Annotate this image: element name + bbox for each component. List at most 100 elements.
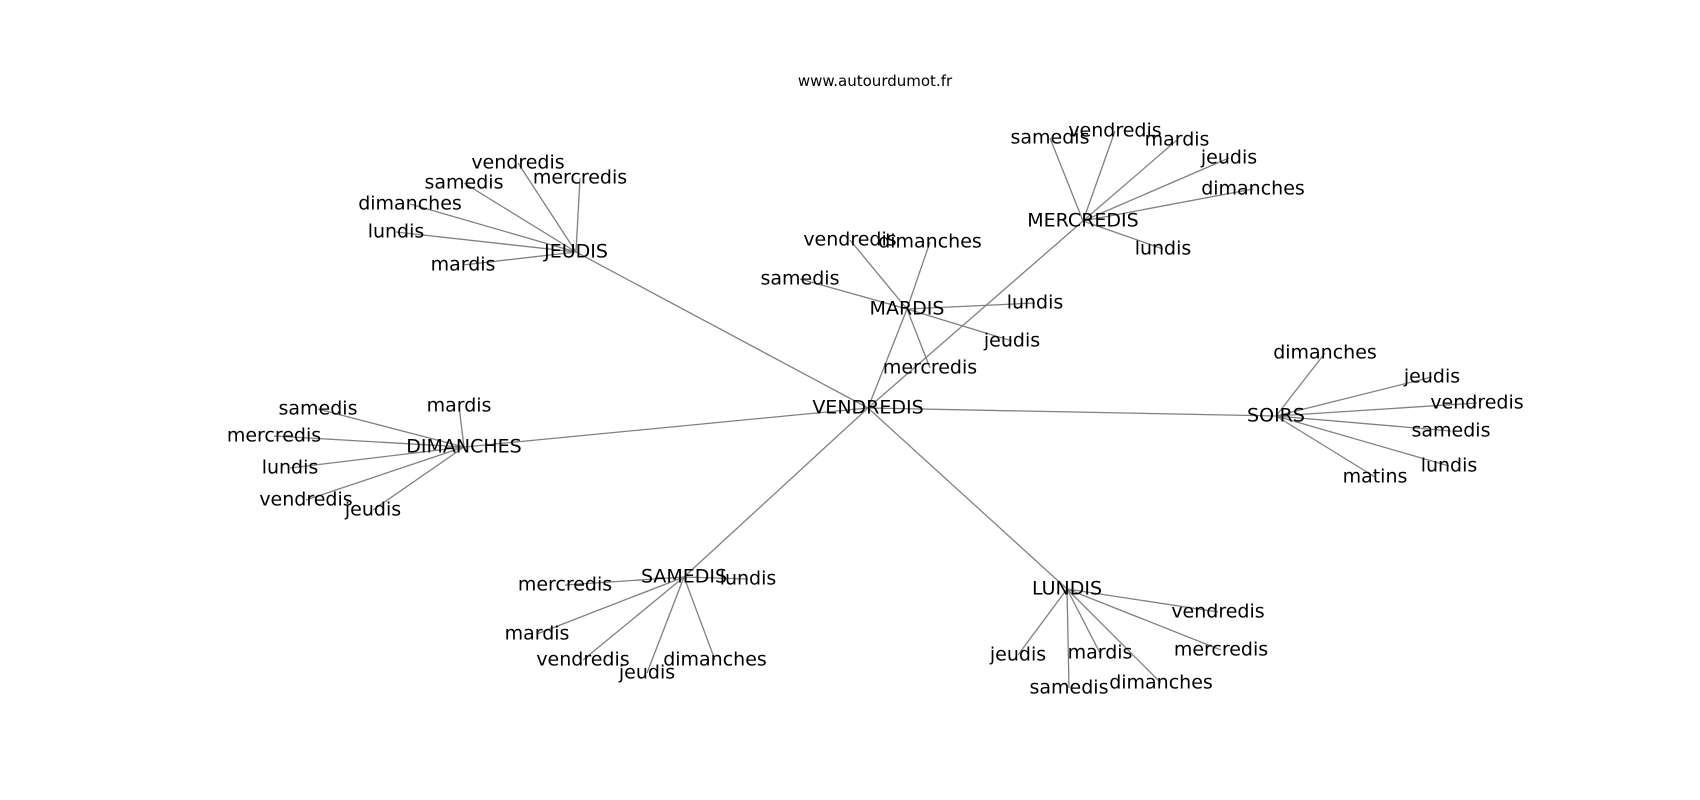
leaf-node-label-mercredis-mardis: mardis	[1145, 129, 1210, 151]
leaf-node-label-samedis-mercredis: mercredis	[518, 574, 612, 596]
leaf-node-label-soirs-samedis: samedis	[1412, 420, 1491, 442]
edge-center-mercredis	[867, 220, 1084, 409]
edge-center-mardis	[867, 308, 908, 409]
labels-layer: VENDREDISJEUDISvendredismercredissamedis…	[227, 120, 1524, 699]
edge-mardis-dimanches	[906, 241, 931, 310]
edge-jeudis-samedis	[463, 182, 577, 253]
edge-mercredis-jeudis	[1082, 157, 1230, 222]
leaf-node-label-jeudis-mardis: mardis	[431, 254, 496, 276]
edge-lundis-vendredis	[1066, 588, 1219, 613]
leaf-node-label-soirs-matins: matins	[1343, 466, 1408, 488]
leaf-node-label-jeudis-samedis: samedis	[425, 172, 504, 194]
leaf-node-label-jeudis-dimanches: dimanches	[358, 193, 462, 215]
edge-mercredis-dimanches	[1082, 188, 1254, 222]
edge-lundis-dimanches	[1066, 588, 1162, 684]
hub-node-label-mardis: MARDIS	[870, 298, 945, 320]
edge-mercredis-samedis	[1049, 137, 1084, 222]
edge-lundis-jeudis	[1017, 588, 1068, 656]
leaf-node-label-mercredis-jeudis: jeudis	[1200, 147, 1257, 169]
edge-soirs-vendredis	[1275, 402, 1478, 417]
edge-dimanches-lundis	[289, 446, 465, 469]
leaf-node-label-dimanches-mercredis: mercredis	[227, 425, 321, 447]
leaf-node-label-jeudis-vendredis: vendredis	[471, 152, 564, 174]
leaf-node-label-dimanches-jeudis: jeudis	[344, 499, 401, 521]
leaf-node-label-samedis-mardis: mardis	[505, 623, 570, 645]
hub-node-label-samedis: SAMEDIS	[641, 566, 727, 588]
hub-node-label-lundis: LUNDIS	[1032, 578, 1102, 600]
leaf-node-label-samedis-jeudis: jeudis	[618, 662, 675, 684]
leaf-node-label-lundis-mercredis: mercredis	[1174, 639, 1268, 661]
edge-soirs-dimanches	[1275, 352, 1326, 417]
edge-samedis-jeudis	[646, 576, 685, 674]
edge-jeudis-mercredis	[575, 177, 581, 253]
edge-dimanches-samedis	[317, 408, 465, 448]
leaf-node-label-lundis-dimanches: dimanches	[1109, 672, 1213, 694]
leaf-node-label-soirs-lundis: lundis	[1421, 455, 1478, 477]
center-node-label: VENDREDIS	[812, 397, 923, 419]
leaf-node-label-mardis-dimanches: dimanches	[878, 231, 982, 253]
leaf-node-label-dimanches-vendredis: vendredis	[259, 489, 352, 511]
leaf-node-label-soirs-vendredis: vendredis	[1430, 392, 1523, 414]
edge-dimanches-jeudis	[372, 446, 465, 511]
edge-lundis-samedis	[1066, 588, 1070, 689]
leaf-node-label-samedis-vendredis: vendredis	[536, 649, 629, 671]
edges-layer	[273, 130, 1478, 689]
source-url: www.autourdumot.fr	[797, 72, 953, 90]
edge-samedis-lundis	[683, 576, 749, 580]
edge-samedis-dimanches	[683, 576, 716, 661]
hub-node-label-soirs: SOIRS	[1247, 405, 1305, 427]
hub-node-label-dimanches: DIMANCHES	[406, 436, 521, 458]
leaf-node-label-lundis-mardis: mardis	[1068, 642, 1133, 664]
edge-mercredis-lundis	[1082, 220, 1164, 250]
edge-dimanches-vendredis	[305, 446, 465, 501]
edge-jeudis-vendredis	[517, 162, 577, 253]
edge-samedis-mardis	[536, 576, 685, 635]
edge-lundis-mardis	[1066, 588, 1101, 654]
leaf-node-label-mercredis-lundis: lundis	[1135, 238, 1192, 260]
edge-soirs-matins	[1275, 415, 1376, 478]
edge-jeudis-mardis	[462, 251, 577, 266]
leaf-node-label-lundis-jeudis: jeudis	[989, 644, 1046, 666]
leaf-node-label-dimanches-lundis: lundis	[262, 457, 319, 479]
edge-lundis-mercredis	[1066, 588, 1222, 651]
leaf-node-label-mardis-samedis: samedis	[761, 268, 840, 290]
edge-soirs-samedis	[1275, 415, 1452, 432]
leaf-node-label-jeudis-lundis: lundis	[368, 221, 425, 243]
edge-soirs-lundis	[1275, 415, 1450, 467]
edge-samedis-vendredis	[582, 576, 685, 661]
edge-mardis-lundis	[906, 302, 1036, 310]
hub-node-label-jeudis: JEUDIS	[543, 241, 608, 263]
leaf-node-label-samedis-dimanches: dimanches	[663, 649, 767, 671]
leaf-node-label-lundis-vendredis: vendredis	[1171, 601, 1264, 623]
edge-mardis-jeudis	[906, 308, 1013, 342]
edge-mardis-vendredis	[849, 239, 908, 310]
leaf-node-label-soirs-jeudis: jeudis	[1403, 366, 1460, 388]
leaf-node-label-jeudis-mercredis: mercredis	[533, 167, 627, 189]
edge-dimanches-mardis	[458, 405, 465, 448]
leaf-node-label-dimanches-mardis: mardis	[427, 395, 492, 417]
leaf-node-label-mercredis-vendredis: vendredis	[1068, 120, 1161, 142]
leaf-node-label-lundis-samedis: samedis	[1030, 677, 1109, 699]
edge-samedis-mercredis	[564, 576, 685, 586]
edge-mercredis-mardis	[1082, 139, 1178, 222]
edge-soirs-jeudis	[1275, 376, 1433, 417]
hub-node-label-mercredis: MERCREDIS	[1027, 210, 1138, 232]
edge-center-samedis	[683, 407, 869, 578]
leaf-node-label-mardis-jeudis: jeudis	[983, 330, 1040, 352]
edge-mardis-mercredis	[906, 308, 931, 369]
edge-dimanches-mercredis	[273, 435, 465, 448]
edge-center-jeudis	[575, 251, 869, 409]
leaf-node-label-soirs-dimanches: dimanches	[1273, 342, 1377, 364]
edge-jeudis-lundis	[395, 231, 577, 253]
leaf-node-label-mardis-mercredis: mercredis	[883, 357, 977, 379]
leaf-node-label-samedis-lundis: lundis	[720, 568, 777, 590]
edge-jeudis-dimanches	[409, 203, 577, 253]
leaf-node-label-mardis-lundis: lundis	[1007, 292, 1064, 314]
edge-center-lundis	[867, 407, 1068, 590]
leaf-node-label-mercredis-samedis: samedis	[1011, 127, 1090, 149]
edge-mardis-samedis	[799, 278, 908, 310]
leaf-node-label-dimanches-samedis: samedis	[279, 398, 358, 420]
edge-center-dimanches	[463, 407, 869, 448]
leaf-node-label-mercredis-dimanches: dimanches	[1201, 178, 1305, 200]
